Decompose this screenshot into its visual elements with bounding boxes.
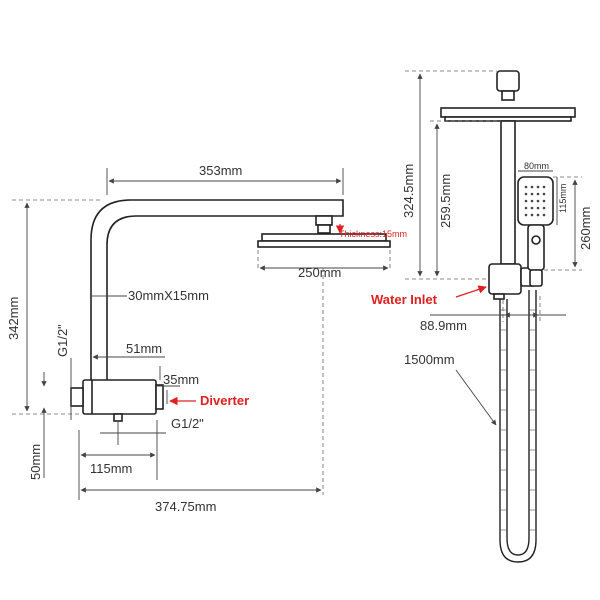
diverter-knob <box>155 384 164 410</box>
ceiling-mount <box>496 70 520 92</box>
handheld-head <box>517 176 554 226</box>
total-height-label: 342mm <box>6 297 21 340</box>
front-view: 324.5mm 259.5mm 80mm 115mm 260mm Water I… <box>371 70 593 563</box>
wall-plate <box>70 387 84 407</box>
side-view: 353mm Thickness:15mm 250mm 30mmX15mm 342… <box>6 163 407 514</box>
total-width-label: 374.75mm <box>155 499 216 514</box>
water-inlet-label: Water Inlet <box>371 292 438 307</box>
head-width-label: 250mm <box>298 265 341 280</box>
handheld-width-label: 80mm <box>524 161 549 171</box>
hose <box>499 290 537 563</box>
arm-length-label: 353mm <box>199 163 242 178</box>
height-50-label: 50mm <box>28 444 43 480</box>
arm-connector-thread <box>317 224 331 234</box>
hose-length-label: 1500mm <box>404 352 455 367</box>
thread-bottom-label: G1/2" <box>171 416 204 431</box>
front-shower-head <box>440 107 576 118</box>
bottom-outlet <box>113 413 123 422</box>
water-inlet-block <box>488 263 522 295</box>
width-115-label: 115mm <box>90 461 132 476</box>
shower-head-body <box>257 240 391 248</box>
thickness-label: Thickness:15mm <box>339 229 407 239</box>
handheld-nozzles <box>524 185 546 217</box>
diverter-body <box>82 379 157 415</box>
height-324-label: 324.5mm <box>401 164 416 218</box>
height-259-label: 259.5mm <box>438 174 453 228</box>
arm-section-label: 30mmX15mm <box>128 288 209 303</box>
bracket-35-label: 35mm <box>163 372 199 387</box>
diverter-label: Diverter <box>200 393 249 408</box>
handheld-head-label: 115mm <box>558 184 568 213</box>
handheld-handle <box>527 224 545 271</box>
center-distance-label: 88.9mm <box>420 318 467 333</box>
handheld-length-label: 260mm <box>578 207 593 250</box>
thread-left-label: G1/2" <box>55 324 70 357</box>
arm-connector <box>315 215 333 226</box>
shower-arm <box>90 199 344 380</box>
bracket-51-label: 51mm <box>126 341 162 356</box>
riser-pipe <box>500 120 516 265</box>
